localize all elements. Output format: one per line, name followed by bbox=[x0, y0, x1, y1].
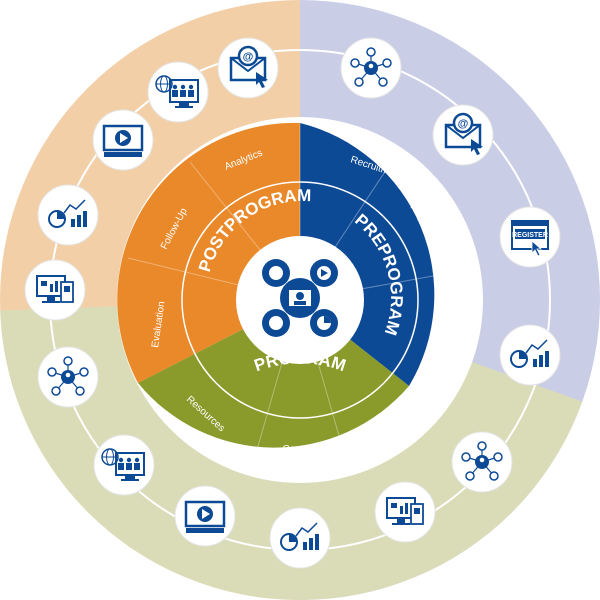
email-icon: @ bbox=[444, 112, 483, 155]
video-icon-node bbox=[174, 485, 236, 547]
network-icon bbox=[350, 47, 392, 87]
center-gears-icon bbox=[262, 259, 338, 337]
dashboard-icon bbox=[36, 275, 74, 303]
network-icon bbox=[461, 441, 503, 481]
email-icon: @ bbox=[229, 45, 268, 88]
video-icon bbox=[102, 124, 144, 157]
email-icon-node: @ bbox=[217, 37, 279, 99]
dashboard-icon bbox=[386, 497, 424, 525]
analytics-chart-icon bbox=[280, 522, 319, 551]
register-icon-node: REGISTER bbox=[499, 206, 561, 268]
analytics-chart-icon-node bbox=[499, 324, 561, 386]
network-icon-node bbox=[340, 37, 402, 99]
dashboard-icon-node bbox=[24, 259, 86, 321]
analytics-chart-icon-node bbox=[269, 507, 331, 569]
webinar-icon-node bbox=[93, 434, 155, 496]
webinar-icon-node bbox=[147, 61, 209, 123]
video-icon-node bbox=[92, 109, 154, 171]
webinar-icon bbox=[155, 75, 199, 108]
inner-ring-line bbox=[181, 181, 419, 419]
analytics-chart-icon bbox=[48, 199, 87, 228]
content-label: Content bbox=[282, 444, 317, 455]
svg-text:@: @ bbox=[243, 51, 254, 63]
network-icon-node bbox=[451, 431, 513, 493]
email-icon-node: @ bbox=[432, 104, 494, 166]
register-icon: REGISTER bbox=[511, 220, 549, 257]
analytics-chart-icon-node bbox=[37, 184, 99, 246]
network-icon-node bbox=[37, 346, 99, 408]
register-button-text: REGISTER bbox=[512, 232, 548, 239]
analytics-chart-icon bbox=[510, 339, 549, 368]
dashboard-icon-node bbox=[374, 481, 436, 543]
icon-nodes: @ @ REGISTER bbox=[24, 37, 561, 569]
webinar-icon bbox=[101, 448, 145, 481]
network-icon bbox=[47, 356, 89, 396]
video-icon bbox=[184, 500, 226, 533]
svg-text:@: @ bbox=[458, 118, 469, 130]
